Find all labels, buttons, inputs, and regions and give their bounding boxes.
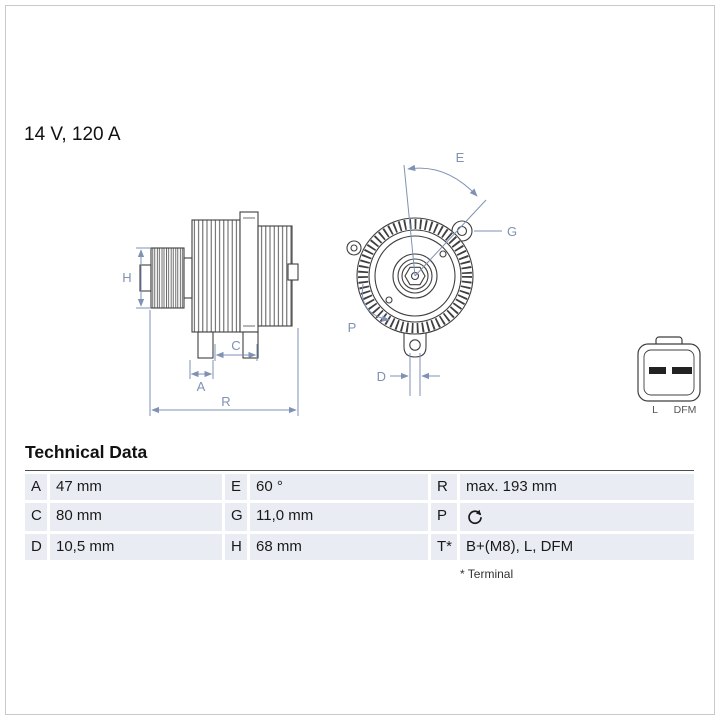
spec-value-t: B+(M8), L, DFM [460,534,694,560]
technical-data-title: Technical Data [25,442,148,462]
spec-label-a: A [25,474,47,500]
spec-value-h: 68 mm [250,534,428,560]
alternator-technical-drawing: H A C R E G P D L DFM [122,150,701,416]
connector-diagram [637,336,701,402]
dim-label-p: P [348,320,357,335]
connector-pin-l-label: L [652,404,658,416]
dim-label-d: D [377,369,386,384]
spec-label-p: P [431,503,457,531]
spec-label-r: R [431,474,457,500]
dim-label-c: C [231,338,240,353]
dimension-lines [136,164,502,416]
spec-value-p [460,503,694,531]
technical-data-table: A 47 mm E 60 ° R max. 193 mm C 80 mm G 1… [25,470,694,560]
spec-value-d: 10,5 mm [50,534,222,560]
spec-value-g: 11,0 mm [250,503,428,531]
dim-label-g: G [507,224,517,239]
dim-label-h: H [122,270,131,285]
spec-label-g: G [225,503,247,531]
dim-label-e: E [456,150,465,165]
spec-label-d: D [25,534,47,560]
connector-pin-dfm-label: DFM [674,404,697,416]
alternator-front-view [346,217,474,358]
spec-value-a: 47 mm [50,474,222,500]
alternator-side-view [139,211,299,359]
spec-value-e: 60 ° [250,474,428,500]
technical-data-section: Technical Data A 47 mm E 60 ° R max. 193… [25,442,694,581]
spec-label-t: T* [431,534,457,560]
product-rating: 14 V, 120 A [24,124,121,145]
terminal-footnote: * Terminal [460,567,514,581]
dim-label-r: R [221,394,230,409]
rotation-direction-icon [468,509,482,525]
spec-label-c: C [25,503,47,531]
spec-value-r: max. 193 mm [460,474,694,500]
spec-value-c: 80 mm [50,503,222,531]
spec-label-e: E [225,474,247,500]
spec-label-h: H [225,534,247,560]
dim-label-a: A [197,379,206,394]
